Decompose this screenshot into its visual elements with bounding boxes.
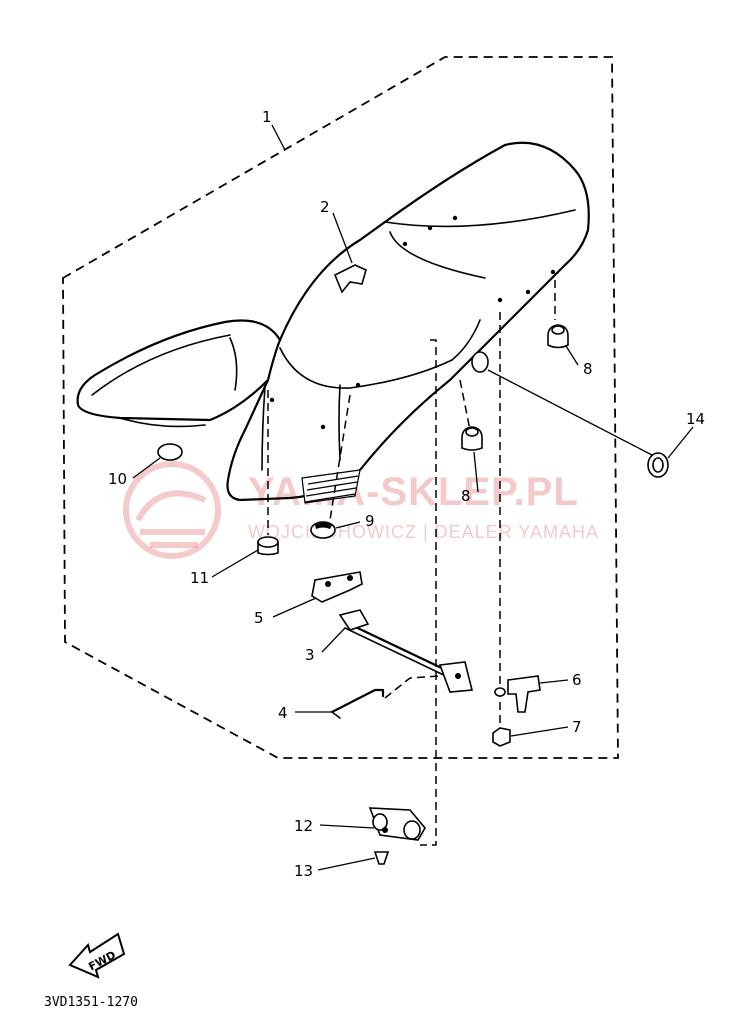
damper-part-10 xyxy=(157,443,183,461)
callout-3: 3 xyxy=(305,646,315,664)
callout-4: 4 xyxy=(278,704,288,722)
damper-part-8-lower xyxy=(461,426,483,451)
callout-8-upper: 8 xyxy=(583,360,593,378)
callout-14: 14 xyxy=(686,410,705,428)
seat-body xyxy=(76,141,590,504)
hook-part-6 xyxy=(494,675,541,713)
lock-rod-part-3 xyxy=(338,609,474,693)
guide-line-main xyxy=(420,339,437,846)
callout-10: 10 xyxy=(108,470,127,488)
callout-6: 6 xyxy=(572,671,582,689)
callout-9: 9 xyxy=(365,512,375,530)
callout-8-lower: 8 xyxy=(461,487,471,505)
guide-line-8b xyxy=(459,379,471,431)
callout-7: 7 xyxy=(572,718,582,736)
damper-part-11 xyxy=(257,536,279,556)
watermark-subtitle: WOJCIECHOWICZ | DEALER YAMAHA xyxy=(248,522,599,542)
clip-part-13 xyxy=(373,851,390,865)
callout-11: 11 xyxy=(190,569,209,587)
nut-part-7 xyxy=(492,727,511,747)
damper-part-9 xyxy=(310,521,336,539)
bracket-part-5 xyxy=(311,571,363,603)
leader-lines xyxy=(132,124,694,871)
callout-13: 13 xyxy=(294,862,313,880)
damper-part-8-upper xyxy=(547,324,569,349)
watermark-logo xyxy=(123,461,221,559)
drawing-code: 3VD1351-1270 xyxy=(44,995,138,1010)
watermark-logo-mark xyxy=(135,490,207,548)
guide-line-14 xyxy=(487,369,653,456)
watermark-title: YAMA-SKLEP.PL xyxy=(248,470,579,514)
callout-1: 1 xyxy=(262,108,272,126)
lock-cylinder-part-12 xyxy=(368,807,426,841)
callout-5: 5 xyxy=(254,609,264,627)
guide-line-4 xyxy=(384,675,441,699)
wire-part-4 xyxy=(330,688,385,719)
callout-2: 2 xyxy=(320,198,330,216)
grommet-part-14 xyxy=(647,452,669,478)
watermark: YAMA-SKLEP.PL WOJCIECHOWICZ | DEALER YAM… xyxy=(123,461,599,559)
assembly-boundary xyxy=(62,56,619,759)
fwd-arrow-icon: FWD xyxy=(68,932,126,979)
guide-line-9 xyxy=(329,394,351,521)
callout-12: 12 xyxy=(294,817,313,835)
